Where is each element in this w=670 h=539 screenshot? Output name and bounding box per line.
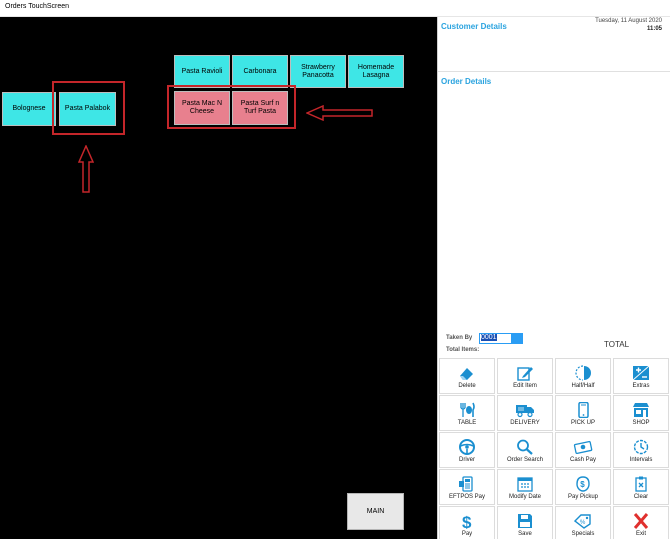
modify-date-label: Modify Date xyxy=(508,493,541,500)
half-circle-icon xyxy=(573,364,593,382)
half-half-button[interactable]: Half/Half xyxy=(555,358,611,394)
annotation-arrow-left xyxy=(306,105,373,121)
order-search-label: Order Search xyxy=(506,456,543,463)
svg-text:$: $ xyxy=(462,513,472,529)
date-label: Tuesday, 11 August 2020 xyxy=(595,18,662,24)
clear-button[interactable]: Clear xyxy=(613,469,669,505)
store-icon xyxy=(631,401,651,419)
eftpos-pay-button[interactable]: EFTPOS Pay xyxy=(439,469,495,505)
menu-item-bolognese[interactable]: Bolognese xyxy=(2,92,56,126)
menu-item-pasta-palabok[interactable]: Pasta Palabok xyxy=(59,92,116,126)
edit-icon xyxy=(515,364,535,382)
delete-label: Delete xyxy=(458,382,476,389)
specials-button[interactable]: % Specials xyxy=(555,506,611,539)
total-items-label: Total Items: xyxy=(446,347,480,353)
menu-item-homemade-lasagna[interactable]: Homemade Lasagna xyxy=(348,55,404,88)
intervals-button[interactable]: Intervals xyxy=(613,432,669,468)
phone-icon xyxy=(573,401,593,419)
tag-icon: % xyxy=(573,512,593,530)
pay-button[interactable]: $Pay xyxy=(439,506,495,539)
pay-pickup-button[interactable]: $ Pay Pickup xyxy=(555,469,611,505)
menu-item-carbonara[interactable]: Carbonara xyxy=(232,55,288,88)
driver-button[interactable]: Driver xyxy=(439,432,495,468)
title-bar: Orders TouchScreen xyxy=(0,0,670,17)
eftpos-pay-label: EFTPOS Pay xyxy=(448,493,485,500)
half-half-label: Half/Half xyxy=(571,382,595,389)
cash-icon xyxy=(573,438,593,456)
cash-pay-label: Cash Pay xyxy=(569,456,596,463)
annotation-arrow-up xyxy=(78,145,94,193)
search-icon xyxy=(515,438,535,456)
clear-label: Clear xyxy=(633,493,649,500)
pick-up-button[interactable]: PICK UP xyxy=(555,395,611,431)
delivery-label: DELIVERY xyxy=(510,419,540,426)
pay-label: Pay xyxy=(461,530,473,537)
driver-label: Driver xyxy=(459,456,475,463)
order-details-heading: Order Details xyxy=(441,77,492,86)
calendar-icon xyxy=(515,475,535,493)
cash-pay-button[interactable]: Cash Pay xyxy=(555,432,611,468)
exit-icon xyxy=(631,512,651,530)
menu-item-strawberry-panacotta[interactable]: Strawberry Panacotta xyxy=(290,55,346,88)
window-title: Orders TouchScreen xyxy=(5,3,70,10)
shop-label: SHOP xyxy=(632,419,650,426)
svg-text:$: $ xyxy=(580,480,585,489)
edit-item-label: Edit Item xyxy=(513,382,537,389)
order-panel: Tuesday, 11 August 2020 11:05 Customer D… xyxy=(437,17,670,539)
card-terminal-icon xyxy=(457,475,477,493)
delete-button[interactable]: Delete xyxy=(439,358,495,394)
table-label: TABLE xyxy=(457,419,477,426)
menu-item-pasta-surf-n-turf[interactable]: Pasta Surf n Turf Pasta xyxy=(232,91,288,125)
taken-by-dropdown-button[interactable] xyxy=(511,333,522,344)
extras-button[interactable]: Extras xyxy=(613,358,669,394)
delivery-button[interactable]: DELIVERY xyxy=(497,395,553,431)
save-label: Save xyxy=(518,530,532,537)
pay-pickup-label: Pay Pickup xyxy=(567,493,598,500)
divider xyxy=(438,71,670,72)
shop-button[interactable]: SHOP xyxy=(613,395,669,431)
plus-minus-icon xyxy=(631,364,651,382)
customer-details-heading: Customer Details xyxy=(441,22,507,31)
intervals-label: Intervals xyxy=(629,456,653,463)
edit-item-button[interactable]: Edit Item xyxy=(497,358,553,394)
specials-label: Specials xyxy=(571,530,595,537)
pick-up-label: PICK UP xyxy=(570,419,595,426)
taken-by-label: Taken By xyxy=(446,335,473,341)
truck-icon xyxy=(515,401,535,419)
total-label: TOTAL xyxy=(604,340,630,349)
cutlery-icon xyxy=(457,401,477,419)
extras-label: Extras xyxy=(632,382,650,389)
save-button[interactable]: Save xyxy=(497,506,553,539)
dollar-icon: $ xyxy=(457,512,477,530)
menu-item-pasta-ravioli[interactable]: Pasta Ravioli xyxy=(174,55,230,88)
save-icon xyxy=(515,512,535,530)
main-category-button[interactable]: MAIN xyxy=(347,493,404,530)
clock-icon xyxy=(631,438,651,456)
modify-date-button[interactable]: Modify Date xyxy=(497,469,553,505)
clipboard-clear-icon xyxy=(631,475,651,493)
order-search-button[interactable]: Order Search xyxy=(497,432,553,468)
pay-pickup-icon: $ xyxy=(573,475,593,493)
exit-button[interactable]: Exit xyxy=(613,506,669,539)
table-button[interactable]: TABLE xyxy=(439,395,495,431)
steering-wheel-icon xyxy=(457,438,477,456)
taken-by-value: 0001 xyxy=(481,334,497,341)
svg-text:%: % xyxy=(580,520,586,526)
eraser-icon xyxy=(457,364,477,382)
taken-by-select[interactable]: 0001 xyxy=(479,333,523,344)
time-label: 11:05 xyxy=(646,26,662,32)
exit-label: Exit xyxy=(635,530,646,537)
menu-item-pasta-mac-n-cheese[interactable]: Pasta Mac N Cheese xyxy=(174,91,230,125)
menu-canvas: Pasta Ravioli Carbonara Strawberry Panac… xyxy=(0,17,437,539)
